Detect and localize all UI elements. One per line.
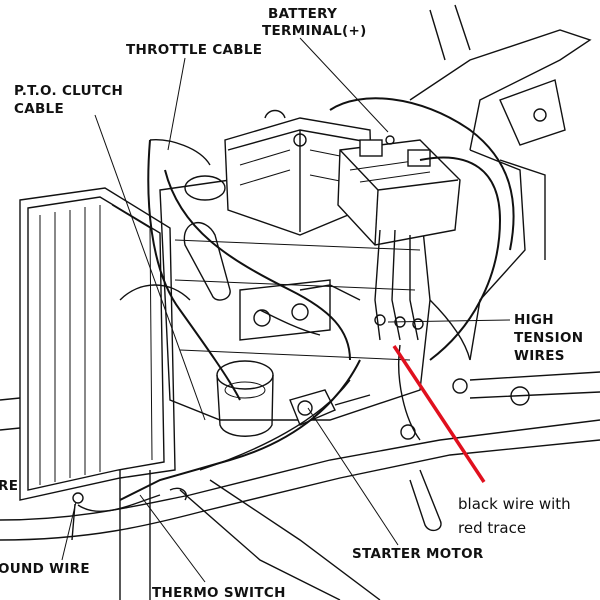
air-cleaner	[224, 109, 373, 236]
oil-filter	[216, 360, 274, 437]
label-left-cut: RE	[0, 478, 18, 494]
frame-rails	[0, 371, 600, 600]
leader-starter-motor	[307, 407, 399, 546]
starter-motor	[289, 389, 371, 426]
label-thermo-switch: THERMO SWITCH	[152, 585, 286, 600]
right-bracket	[409, 4, 592, 361]
radiator	[0, 187, 191, 541]
label-throttle-cable: THROTTLE CABLE	[126, 42, 262, 58]
leader-high-tension	[387, 319, 511, 323]
label-high-tension-line3: WIRES	[514, 348, 565, 364]
leader-thermo-switch	[139, 494, 206, 583]
leader-lines	[61, 37, 511, 583]
label-battery-line1: BATTERY	[268, 6, 337, 22]
annotation-line2: red trace	[458, 519, 526, 537]
label-starter-motor: STARTER MOTOR	[352, 546, 484, 562]
leader-throttle-cable	[167, 57, 186, 151]
leader-ground-wire	[61, 501, 77, 561]
label-pto-line1: P.T.O. CLUTCH	[14, 83, 123, 99]
label-battery-line2: TERMINAL(+)	[262, 23, 367, 39]
battery	[337, 135, 461, 246]
leader-battery-terminal	[299, 37, 389, 133]
label-pto-line2: CABLE	[14, 101, 64, 117]
label-high-tension-line2: TENSION	[514, 330, 583, 346]
red-annotation-line	[392, 345, 486, 483]
leader-pto-cable	[94, 114, 206, 421]
label-high-tension-line1: HIGH	[514, 312, 554, 328]
annotation-line1: black wire with	[458, 495, 571, 513]
label-ground-wire: OUND WIRE	[0, 561, 90, 577]
